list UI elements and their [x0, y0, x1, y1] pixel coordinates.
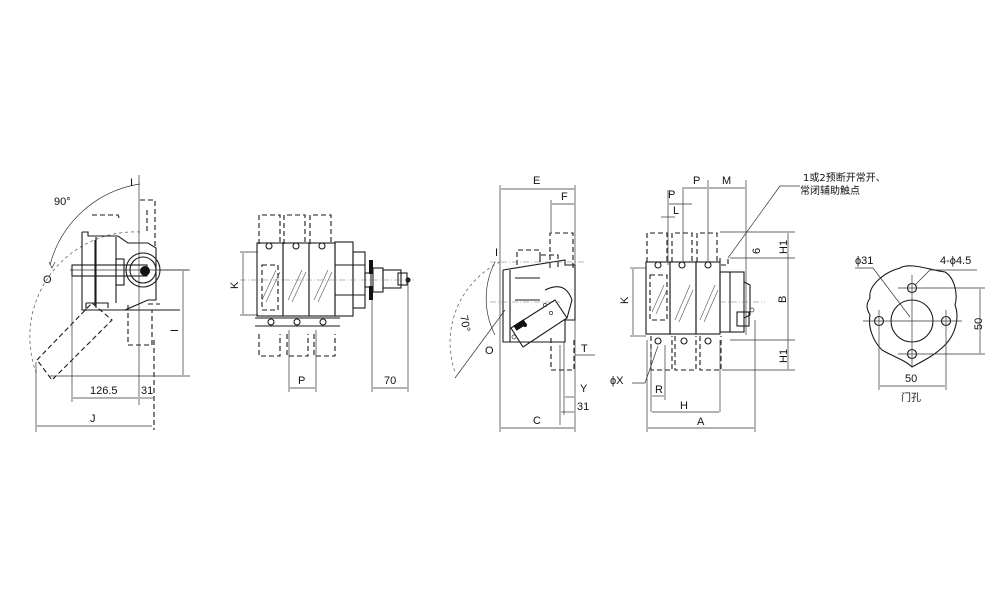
view-door-cutout: ϕ31 4-ϕ4.5 50 50 门孔 — [855, 255, 985, 404]
label-dim-P2: P — [693, 175, 700, 187]
label-dim-L: L — [673, 205, 679, 217]
label-dim-P: P — [298, 375, 305, 387]
label-dim-50-vertical: 50 — [973, 318, 985, 330]
label-dim-31: 31 — [141, 385, 153, 397]
leader-phiX — [632, 345, 659, 384]
label-dim-H1-bottom: H1 — [778, 349, 790, 363]
label-pos-on: I — [130, 177, 133, 189]
label-dim-H: H — [680, 400, 688, 412]
label-dim-P1: P — [668, 189, 675, 201]
rotation-arc-90 — [49, 183, 141, 266]
label-angle-90: 90° — [54, 196, 71, 208]
label-dim-70: 70 — [384, 375, 396, 387]
label-angle-70: 70° — [457, 314, 472, 332]
label-dim-50-horizontal: 50 — [905, 373, 917, 385]
label-dim-A: A — [697, 416, 705, 428]
label-phi31: ϕ31 — [855, 255, 873, 267]
label-pos-on: I — [495, 247, 498, 259]
label-dim-31: 31 — [577, 401, 589, 413]
handle-off-position — [36, 302, 113, 381]
note-aux-contact-line2: 常闭辅助触点 — [800, 184, 860, 197]
label-dim-M: M — [722, 175, 731, 187]
label-4-phi4-5: 4-ϕ4.5 — [940, 255, 971, 267]
handle-sweep-arc — [29, 231, 141, 376]
caption-door-hole: 门孔 — [901, 391, 921, 404]
label-dim-T: T — [581, 343, 588, 355]
label-dim-J: J — [90, 413, 96, 425]
label-dim-C: C — [533, 415, 541, 427]
view-side: E F I 70° O T Y 31 C — [449, 175, 595, 432]
cutout-outline — [866, 265, 958, 368]
note-aux-contact-line1: 1或2预断开常开、 — [803, 171, 886, 184]
label-dim-K: K — [229, 281, 241, 289]
pole-2 — [282, 242, 310, 317]
pole-3 — [308, 242, 336, 317]
label-pos-off: O — [485, 345, 494, 357]
label-pos-off: O — [43, 274, 52, 286]
label-dim-E: E — [533, 175, 540, 187]
label-dim-6: 6 — [751, 248, 763, 254]
label-dim-126-5: 126.5 — [90, 385, 118, 397]
pole-1 — [256, 242, 284, 317]
label-dim-phiX: ϕX — [610, 375, 624, 387]
view-handle-front: I 90° O I 126.5 31 J — [29, 175, 190, 432]
view-rear: P P M L 6 H1 B H1 K ϕX R H A 1或2预断开常开、 常… — [610, 171, 886, 432]
leader-aux-contact — [727, 185, 800, 259]
label-dim-K: K — [619, 296, 631, 304]
rear-pole-3 — [695, 261, 721, 335]
view-top-poles: K P 70 — [229, 214, 416, 392]
label-dim-B: B — [777, 296, 789, 303]
label-dim-H1-top: H1 — [778, 240, 790, 254]
label-dim-F: F — [561, 191, 568, 203]
label-dim-R: R — [655, 384, 663, 396]
rear-pole-2 — [669, 261, 697, 335]
label-dim-I: I — [169, 329, 181, 332]
label-dim-Y: Y — [580, 383, 588, 395]
handle-bar — [71, 264, 148, 277]
